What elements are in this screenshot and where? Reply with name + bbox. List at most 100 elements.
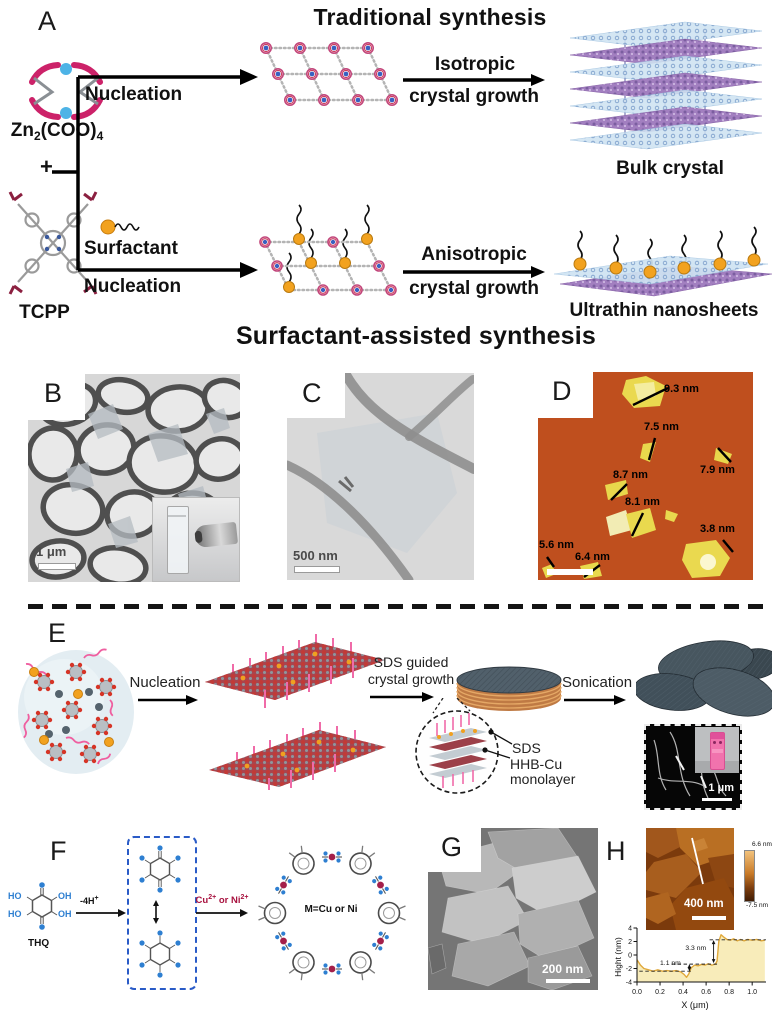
benzene-rings: [258, 845, 406, 981]
panel-c-tem-image: C 500 nm: [287, 373, 474, 580]
panel-g-label: G: [441, 832, 463, 862]
panel-h-label: H: [606, 836, 626, 866]
oh-label: OH: [58, 891, 72, 901]
thin-nanosheet: [317, 413, 457, 553]
metalation-arrow: [196, 909, 248, 917]
monolayer-zoom-callout: [415, 698, 513, 794]
panel-g-notch: [428, 828, 481, 872]
arrowhead: [687, 967, 692, 972]
panel-b-scalebar: [38, 563, 76, 570]
panel-c-scalebar: [294, 566, 340, 573]
zn-paddlewheel-icon: [29, 62, 103, 120]
deprotonation-label: -4H+: [80, 895, 99, 906]
panel-g-scalebar-text: 200 nm: [542, 962, 584, 976]
arrowhead: [687, 964, 692, 969]
sds-lines-bottom: [442, 770, 474, 788]
thickness-measurement: 3.8 nm: [700, 523, 735, 535]
afm-colorbar: [744, 850, 755, 902]
precursor-cluster-illustration: [18, 648, 134, 774]
mof-macrocycle: [258, 845, 406, 981]
hhb-molecules: [31, 662, 117, 764]
thickness-measurement: 7.9 nm: [700, 464, 735, 476]
panel-b-tem-image: B 1 μm: [28, 374, 240, 582]
surfactant-icon: [100, 219, 140, 235]
profile-area: [637, 934, 765, 982]
oh-label: OH: [58, 909, 72, 919]
x-tick-label: 0.0: [632, 989, 642, 996]
x-tick-label: 0.2: [655, 989, 665, 996]
arrowhead: [240, 69, 258, 85]
panel-g-scalebar: [546, 979, 590, 983]
crystal-layers: [569, 21, 763, 150]
panel-b-scalebar-text: 1 μm: [36, 544, 67, 559]
sds-chains-down-1: [264, 658, 354, 708]
callout-hhb-label-line1: HHB-Cu: [510, 756, 563, 772]
profile-xlabel: X (μm): [681, 1000, 709, 1010]
panel-a-label: A: [38, 6, 57, 36]
reactant2-label: TCPP: [19, 302, 70, 323]
layer-stripes: [456, 682, 562, 709]
carbon-strands: [287, 373, 474, 580]
thq-molecule: [26, 882, 58, 930]
nucleation-top-label: Nucleation: [85, 84, 183, 105]
paddlewheel-nodes: [259, 236, 397, 296]
mini-orange-dots: [437, 729, 477, 739]
ho-label: HO: [8, 891, 22, 901]
isotropic-line2: crystal growth: [409, 86, 539, 107]
oxygen-atoms: [139, 930, 181, 978]
anisotropic-line2: crystal growth: [409, 278, 539, 299]
deprotonation-arrow: [76, 909, 126, 917]
callout-hhb-label-line2: monolayer: [510, 771, 576, 787]
stacked-monolayers-illustration: [205, 634, 386, 790]
panel-e-inset-image: 1 μm: [644, 724, 742, 810]
debris: [338, 476, 355, 493]
y-tick-label: 4: [628, 926, 632, 933]
colorbar-min-label: -7.5 nm: [746, 902, 769, 909]
annotation-label: 3.3 nm: [685, 945, 706, 952]
x-tick-label: 1.0: [747, 989, 757, 996]
metal-o-units: [275, 851, 389, 975]
panel-e-inset-scalebar: [702, 798, 732, 801]
dashed-separator: [28, 604, 772, 609]
y-tick-label: -4: [626, 980, 632, 987]
exfoliated-nanosheets-illustration: [636, 640, 772, 717]
surfactant-heads: [283, 233, 373, 293]
anisotropic-line1: Anisotropic: [421, 244, 527, 265]
panel-e-inset-scalebar-text: 1 μm: [708, 782, 734, 794]
deprotonated-thq-top: [139, 845, 181, 893]
callout-sds-label: SDS: [512, 740, 541, 756]
anisotropic-arrow: [403, 266, 545, 278]
x-tick-label: 0.4: [678, 989, 688, 996]
y-tick-label: 0: [628, 953, 632, 960]
callout-pointers: [482, 729, 513, 759]
pink-cuvette: [710, 732, 725, 770]
panel-h-scalebar-text: 400 nm: [684, 898, 724, 910]
panel-c-scalebar-text: 500 nm: [293, 548, 338, 563]
thickness-measurement: 7.5 nm: [644, 421, 679, 433]
oxygen-atoms: [139, 845, 181, 893]
x-tick-label: 0.8: [724, 989, 734, 996]
sds-heads: [29, 667, 114, 747]
panel-f-label: F: [50, 836, 67, 866]
annotation-label: 1.1 nm: [660, 960, 681, 967]
cu-ions: [45, 688, 103, 738]
profile-line-marker: [691, 837, 704, 885]
laser-pointer: [193, 521, 239, 549]
mini-layers: [429, 728, 487, 778]
thq-label: THQ: [28, 938, 50, 949]
panel-e-label: E: [48, 618, 67, 648]
thickness-measurement: 6.4 nm: [575, 551, 610, 563]
metalation-label: Cu2+ or Ni2+: [195, 894, 249, 906]
surfactant-heads: [573, 253, 761, 279]
isotropic-line1: Isotropic: [434, 54, 516, 75]
thickness-measurement: 8.1 nm: [625, 496, 660, 508]
arrowhead: [240, 262, 258, 278]
surfactant-label: Surfactant: [84, 238, 178, 259]
tyndall-cuvette-photo: [695, 727, 739, 773]
e-sonication-label: Sonication: [562, 674, 633, 691]
tem-nanosheet: [287, 373, 474, 580]
nucleation-bottom-label: Nucleation: [84, 276, 182, 297]
bulk-crystal-illustration: [569, 21, 763, 150]
paddlewheel-nodes: [260, 42, 399, 107]
